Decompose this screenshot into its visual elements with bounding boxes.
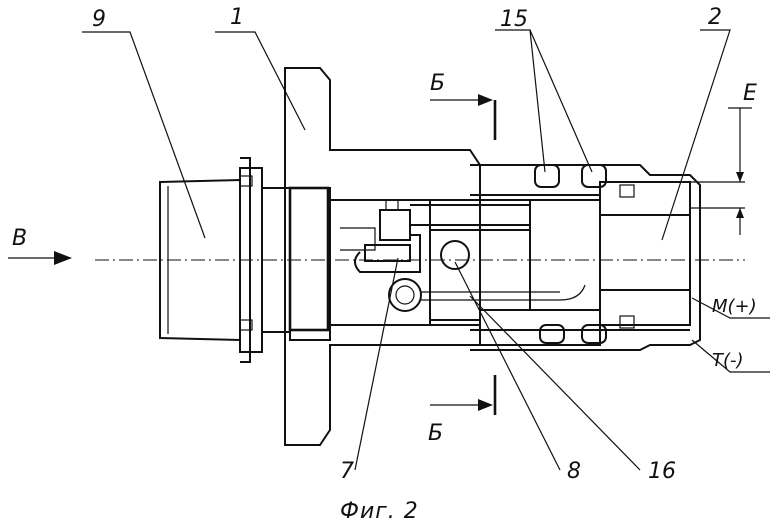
dimension-e (690, 107, 752, 235)
label-section-top: Б (430, 71, 445, 96)
part-1-housing (284, 67, 481, 446)
figure-caption: Фиг. 2 (340, 499, 419, 524)
part-2-nut (470, 164, 701, 351)
leader-lines (82, 29, 770, 471)
label-e: E (743, 81, 757, 106)
label-8: 8 (567, 459, 581, 484)
label-view-b: B (12, 226, 27, 251)
part-15-orings (534, 164, 607, 344)
label-2: 2 (708, 5, 722, 30)
label-7: 7 (340, 459, 354, 484)
view-arrow-b (8, 251, 72, 265)
part-8-pin (440, 240, 470, 270)
label-t-minus: T(-) (712, 350, 744, 371)
section-blocks (429, 199, 601, 346)
label-1: 1 (230, 5, 244, 30)
label-section-bottom: Б (428, 421, 443, 446)
inner-cavity (329, 199, 586, 326)
label-m-plus: M(+) (712, 296, 757, 317)
label-16: 16 (648, 459, 676, 484)
part-7-coil (388, 278, 422, 312)
section-marks (430, 94, 497, 415)
label-15: 15 (500, 7, 528, 32)
label-9: 9 (92, 7, 106, 32)
